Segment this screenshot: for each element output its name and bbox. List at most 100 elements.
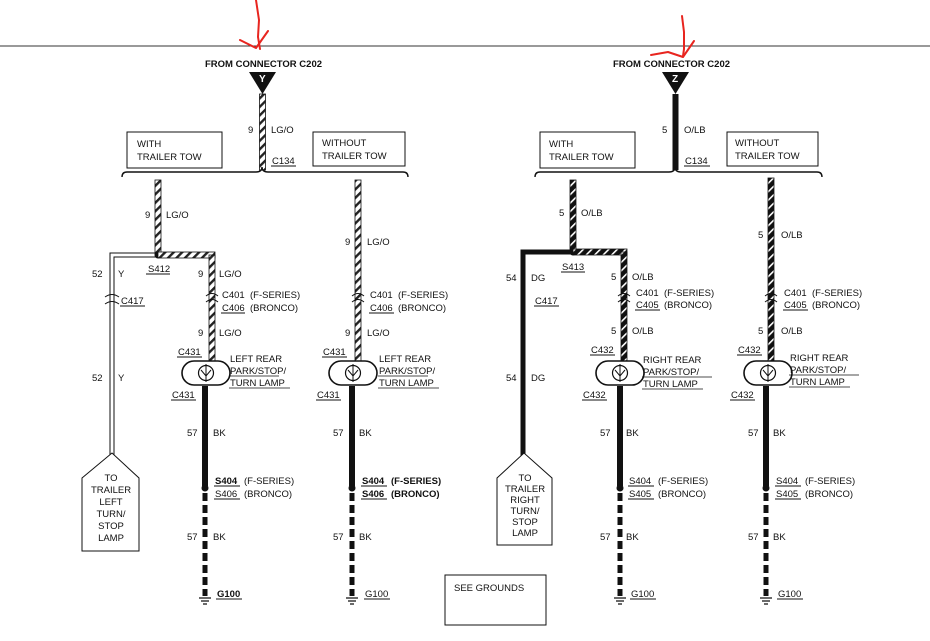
right-without-ground-wire-color-2: BK [773,532,786,543]
left-without-wire-gauge-2: 9 [345,328,350,339]
right-without-splice-s404 [762,484,770,492]
right-with-c401: C401 [636,288,659,299]
see-grounds-box [444,574,547,626]
left-connector-letter: Y [259,74,266,85]
left-with-lamp-label-2: PARK/STOP/ [230,366,286,377]
right-with-s404-note: (F-SERIES) [658,476,708,487]
right-with-c401-mark [617,293,631,297]
right-connector-letter: Z [672,74,678,85]
left-trailer-label-3: LEFT [99,497,122,508]
right-with-ground-wire-gauge-2: 57 [600,532,611,543]
right-with-wire [569,179,577,253]
right-from-connector-label: FROM CONNECTOR C202 [613,59,730,70]
left-without-s404: S404 [362,476,385,487]
right-without-lamp-label-2: PARK/STOP/ [790,365,846,376]
right-without-s404-note: (F-SERIES) [805,476,855,487]
left-without-lamp-label-3: TURN LAMP [379,378,434,389]
left-trailer-wire-color-2: Y [118,373,125,384]
right-with-c432-bottom: C432 [583,390,606,401]
right-without-s405-note: (BRONCO) [805,489,853,500]
right-without-ground-label: G100 [778,589,801,600]
left-c134-label: C134 [272,156,295,167]
left-trailer-label-6: LAMP [98,533,124,544]
left-without-label-1: WITHOUT [322,138,367,149]
left-without-splice-s404 [348,484,356,492]
left-without-ground-wire [349,386,355,486]
left-trailer-wire-inner [113,256,158,455]
right-trailer-label-4: TURN/ [510,506,539,517]
left-with-wire-color: LG/O [166,210,189,221]
right-trailer-wire-gauge-2: 54 [506,373,517,384]
left-with-lamp-wire [208,254,216,362]
right-splice-to-lamp-wire [572,248,628,256]
left-with-splice-s404 [201,484,209,492]
left-with-s404: S404 [215,476,238,487]
right-trailer-label-6: LAMP [512,528,538,539]
right-with-s405-note: (BRONCO) [658,489,706,500]
right-without-wire-color: O/LB [781,230,803,241]
right-without-wire-gauge: 5 [758,230,763,241]
left-with-lamp-wire-gauge: 9 [198,269,203,280]
right-without-lamp-label-3: TURN LAMP [790,377,845,388]
right-without-label-1: WITHOUT [735,138,780,149]
right-with-s404: S404 [629,476,651,487]
right-with-lamp-wire-gauge-2: 5 [611,326,616,337]
left-splice-s412-label: S412 [148,264,170,275]
right-with-wire-color: O/LB [581,208,603,219]
left-with-c401-note: (F-SERIES) [250,290,300,301]
right-option-brace [534,166,823,178]
right-without-wire-color-2: O/LB [781,326,803,337]
left-option-brace [121,166,409,178]
left-without-wire [354,179,362,362]
left-without-s406: S406 [362,489,384,500]
left-with-ground-wire-gauge: 57 [187,428,198,439]
right-without-c401-mark [764,293,778,297]
right-red-annotation-arrow [681,15,685,57]
right-with-lamp-label-1: RIGHT REAR [643,355,702,366]
left-without-ground-wire-gauge-2: 57 [333,532,344,543]
left-without-trailer-tow-box [312,131,406,167]
right-trailer-label-5: STOP [512,517,538,528]
left-trailer-label-2: TRAILER [91,485,131,496]
left-with-trailer-tow-box [126,131,223,169]
right-with-c432-top: C432 [591,345,614,356]
left-with-c406-note: (BRONCO) [250,303,298,314]
left-without-lamp-label-1: LEFT REAR [379,354,431,365]
left-with-c431-bottom: C431 [172,390,195,401]
right-without-ground-wire-gauge-2: 57 [748,532,759,543]
right-trailer-lamp-box [496,452,553,546]
left-without-lamp-filament [347,364,359,382]
right-connector-triangle [662,72,689,94]
right-with-trailer-tow-box [539,131,636,169]
left-with-ground-symbol [199,597,211,605]
left-without-s406-note: (BRONCO) [391,489,440,500]
left-with-ground-label: G100 [217,589,240,600]
left-c417-connector-mark [104,294,120,298]
right-without-wire [767,177,775,362]
right-with-ground-wire [617,386,623,486]
right-without-c405-note: (BRONCO) [812,300,860,311]
right-with-lamp-filament [614,364,626,382]
left-without-c431-bottom: C431 [317,390,340,401]
left-with-c406: C406 [222,303,245,314]
left-with-wire-gauge: 9 [145,210,150,221]
right-trailer-wire-color-2: DG [531,373,545,384]
right-main-wire-color: O/LB [684,125,706,136]
right-red-arrow-head [650,40,695,58]
left-with-lamp-wire-gauge-2: 9 [198,328,203,339]
right-c134-label: C134 [685,156,708,167]
left-trailer-label-4: TURN/ [96,509,125,520]
left-circuit: FROM CONNECTOR C202 Y 9 LG/O C134 WITH T… [81,59,448,605]
right-without-wire-gauge-2: 5 [758,326,763,337]
left-with-label-2: TRAILER TOW [137,152,202,163]
left-without-ground-label: G100 [365,589,388,600]
right-without-s404: S404 [776,476,798,487]
right-with-label-2: TRAILER TOW [549,152,614,163]
left-with-lamp-filament [200,364,212,382]
right-without-ground-wire-color: BK [773,428,786,439]
left-without-s404-note: (F-SERIES) [391,476,441,487]
left-trailer-lamp-box [81,452,140,552]
left-without-wire-gauge: 9 [345,237,350,248]
right-trailer-wire-color: DG [531,273,545,284]
